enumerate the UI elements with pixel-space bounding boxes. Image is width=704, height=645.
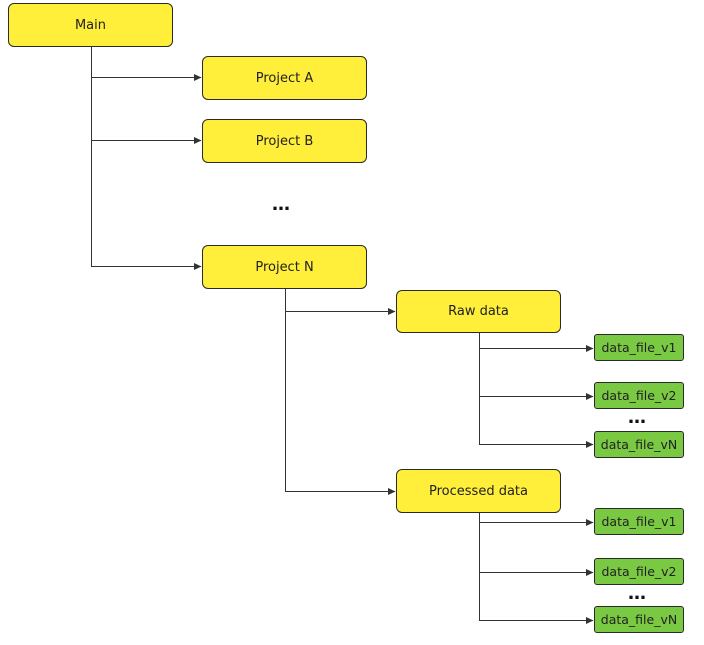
connector-main-to-project-a xyxy=(91,46,202,81)
processed-data-files-ellipsis: … xyxy=(628,583,647,604)
connector-main-to-project-b xyxy=(91,46,202,144)
connector-project-n-to-raw-data xyxy=(285,288,396,315)
projects-ellipsis: … xyxy=(272,194,291,215)
raw-data-files-ellipsis: … xyxy=(628,407,647,428)
connector-raw-to-file-vn xyxy=(479,332,594,448)
connector-processed-to-file-vn xyxy=(479,512,594,624)
connector-main-to-project-n xyxy=(91,46,202,270)
connector-processed-to-file-v2 xyxy=(479,512,594,576)
processed-data-file-v1[interactable]: data_file_v1 xyxy=(594,508,684,535)
raw-data-node[interactable]: Raw data xyxy=(396,290,561,333)
processed-data-file-vn[interactable]: data_file_vN xyxy=(594,606,684,633)
raw-data-file-v2[interactable]: data_file_v2 xyxy=(594,382,684,409)
project-b-node[interactable]: Project B xyxy=(202,119,367,163)
processed-data-node[interactable]: Processed data xyxy=(396,469,561,513)
raw-data-file-vn[interactable]: data_file_vN xyxy=(594,431,684,458)
connector-raw-to-file-v1 xyxy=(479,332,594,352)
connector-processed-to-file-v1 xyxy=(479,512,594,526)
raw-data-file-v1[interactable]: data_file_v1 xyxy=(594,334,684,361)
main-node[interactable]: Main xyxy=(8,3,173,47)
project-a-node[interactable]: Project A xyxy=(202,56,367,100)
project-n-node[interactable]: Project N xyxy=(202,245,367,289)
processed-data-file-v2[interactable]: data_file_v2 xyxy=(594,558,684,585)
connector-project-n-to-processed-data xyxy=(285,288,396,495)
connector-raw-to-file-v2 xyxy=(479,332,594,400)
